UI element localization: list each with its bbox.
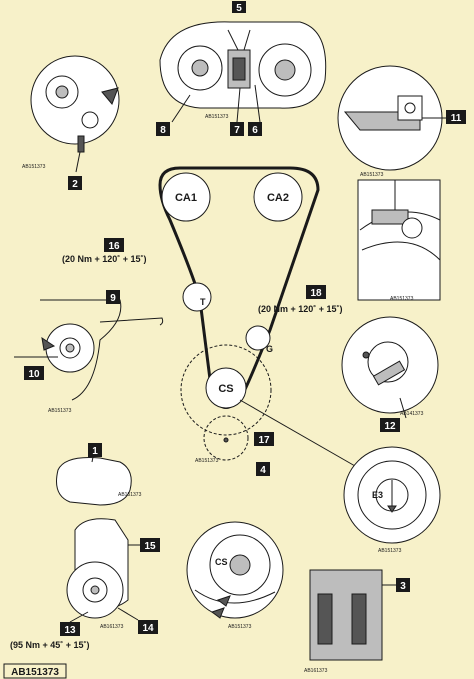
camshaft-rear-detail — [357, 179, 441, 301]
callout-3-number: 3 — [400, 581, 406, 592]
callout-7: 7 — [230, 122, 244, 136]
crank-sprocket-closeup: CS — [186, 521, 284, 619]
ref-code-tensioner: AB151373 — [48, 408, 72, 414]
camshaft-pulley-1 — [161, 172, 211, 222]
callout-14-number: 14 — [142, 623, 154, 634]
callout-18-number: 18 — [310, 288, 322, 299]
callout-5-number: 5 — [236, 3, 242, 14]
callout-17: 17 — [254, 432, 274, 446]
ref-code-tool3: AB161373 — [304, 668, 328, 674]
callout-12-number: 12 — [384, 421, 396, 432]
sprocket-mark: E3 — [372, 490, 383, 500]
ref-code-pulley: AB161373 — [100, 624, 124, 630]
callout-14: 14 — [138, 620, 158, 634]
crank-detail — [30, 55, 120, 173]
torque-spec-tensioner: (20 Nm + 120˚ + 15˚) — [62, 254, 147, 264]
crankshaft-sprocket — [205, 367, 247, 409]
detail-12 — [341, 316, 439, 419]
callout-2: 2 — [68, 176, 82, 190]
guide-pulley — [245, 325, 271, 351]
guide-letter: G — [266, 344, 273, 354]
callout-1-number: 1 — [92, 446, 98, 457]
callout-3: 3 — [396, 578, 410, 592]
ca1-label: CA1 — [175, 192, 197, 204]
tensioner-detail — [14, 299, 164, 401]
ref-code-top: AB151373 — [205, 114, 229, 120]
callout-9: 9 — [106, 290, 120, 304]
tensioner-letter: T — [200, 297, 206, 307]
ref-code-closeup: AB151373 — [228, 624, 252, 630]
callout-13-number: 13 — [64, 625, 76, 636]
ref-code-rear: AB151373 — [390, 296, 414, 302]
callout-11-number: 11 — [451, 113, 462, 124]
callout-4-number: 4 — [260, 465, 266, 476]
sprocket-detail: E3 — [343, 446, 441, 544]
callout-15: 15 — [140, 538, 160, 552]
ref-code-sprocket: AB151373 — [378, 548, 402, 554]
callout-6: 6 — [248, 122, 262, 136]
cs-label: CS — [218, 383, 233, 395]
callout-17-number: 17 — [258, 435, 270, 446]
callout-16-number: 16 — [108, 241, 120, 252]
tensioner-pulley — [182, 282, 212, 312]
callout-10-number: 10 — [28, 369, 40, 380]
ref-code-cover1: AB151373 — [118, 492, 142, 498]
ca2-label: CA2 — [267, 192, 289, 204]
footer-reference-code: AB151373 — [11, 667, 59, 678]
callout-5: 5 — [232, 1, 246, 14]
callout-10: 10 — [24, 366, 44, 380]
callout-12: 12 — [380, 418, 400, 432]
tool-3-detail — [309, 569, 398, 661]
callout-9-number: 9 — [110, 293, 116, 304]
ref-code-crank: AB151373 — [22, 164, 46, 170]
crank-pulley-detail — [66, 518, 140, 623]
callout-8-number: 8 — [160, 125, 166, 136]
timing-belt-layout — [158, 166, 363, 471]
callout-13: 13 — [60, 622, 80, 636]
cs-label-small: CS — [215, 557, 228, 567]
callout-4: 4 — [256, 462, 270, 476]
camshaft-cover-detail — [159, 21, 327, 123]
callout-1: 1 — [88, 443, 102, 457]
callout-15-number: 15 — [144, 541, 156, 552]
callout-8: 8 — [156, 122, 170, 136]
tool-11-detail — [337, 65, 448, 171]
callout-2-number: 2 — [72, 179, 78, 190]
callout-11: 11 — [446, 110, 466, 124]
callout-6-number: 6 — [252, 125, 258, 136]
torque-spec-guide: (20 Nm + 120˚ + 15˚) — [258, 304, 343, 314]
callout-16: 16 — [104, 238, 124, 252]
ref-code-tool11: AB151373 — [360, 172, 384, 178]
callout-18: 18 — [306, 285, 326, 299]
camshaft-pulley-2 — [253, 172, 303, 222]
callout-7-number: 7 — [234, 125, 240, 136]
torque-spec-pulley-bolt: (95 Nm + 45˚ + 15˚) — [10, 640, 90, 650]
ref-code-center: AB151373 — [195, 458, 219, 464]
ref-code-detail12: AB141373 — [400, 411, 424, 417]
footer-reference: AB151373 — [3, 663, 67, 679]
